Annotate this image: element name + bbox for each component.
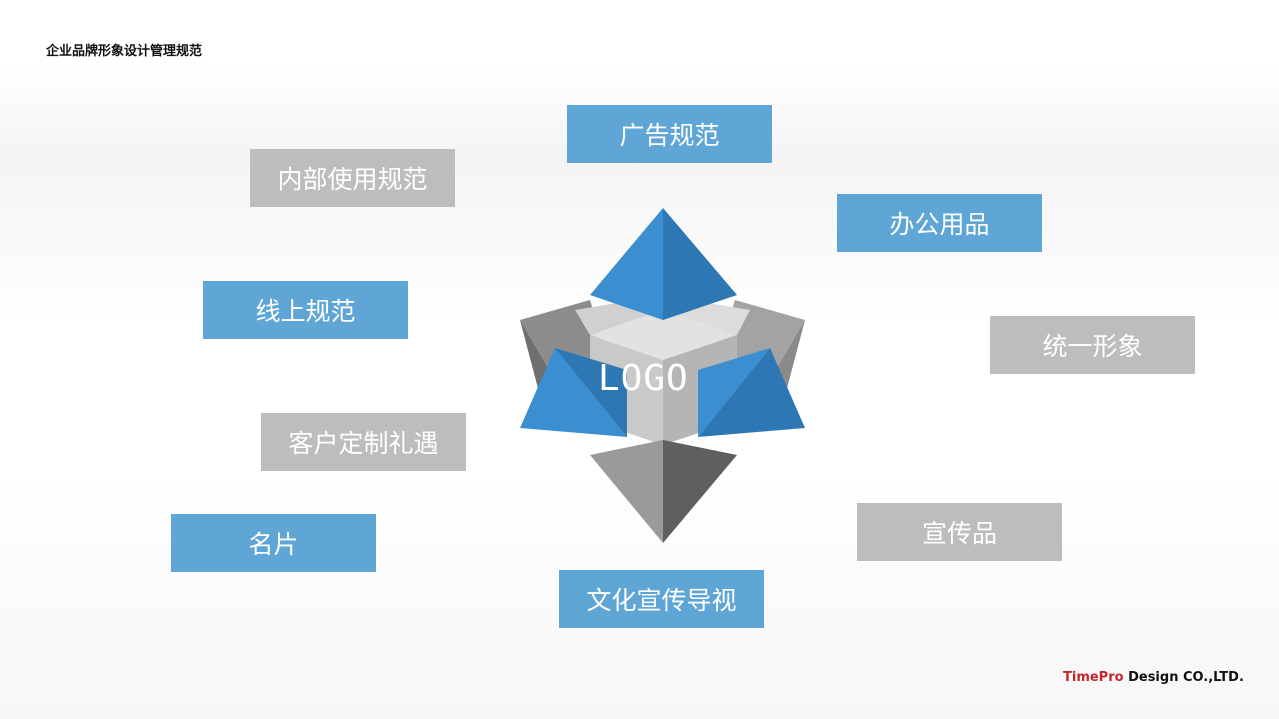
bottom-pyramid-right <box>663 440 737 543</box>
box-customer-gifts: 客户定制礼遇 <box>261 413 466 471</box>
top-pyramid-right <box>663 208 737 320</box>
box-internal-guidelines: 内部使用规范 <box>250 149 455 207</box>
box-ad-guidelines: 广告规范 <box>567 105 772 163</box>
logo-text: LOGO <box>598 358 688 399</box>
box-online-guidelines: 线上规范 <box>203 281 408 339</box>
box-office-supplies: 办公用品 <box>837 194 1042 252</box>
footer-company-name: Design CO.,LTD. <box>1124 670 1244 685</box>
page-title: 企业品牌形象设计管理规范 <box>46 40 202 59</box>
box-promo-materials: 宣传品 <box>857 503 1062 561</box>
top-pyramid-left <box>590 208 663 320</box>
bottom-pyramid-left <box>590 440 663 543</box>
footer-company: TimePro Design CO.,LTD. <box>1063 670 1244 685</box>
footer-brand: TimePro <box>1063 670 1124 685</box>
box-unified-image: 统一形象 <box>990 316 1195 374</box>
box-culture-signage: 文化宣传导视 <box>559 570 764 628</box>
box-business-card: 名片 <box>171 514 376 572</box>
